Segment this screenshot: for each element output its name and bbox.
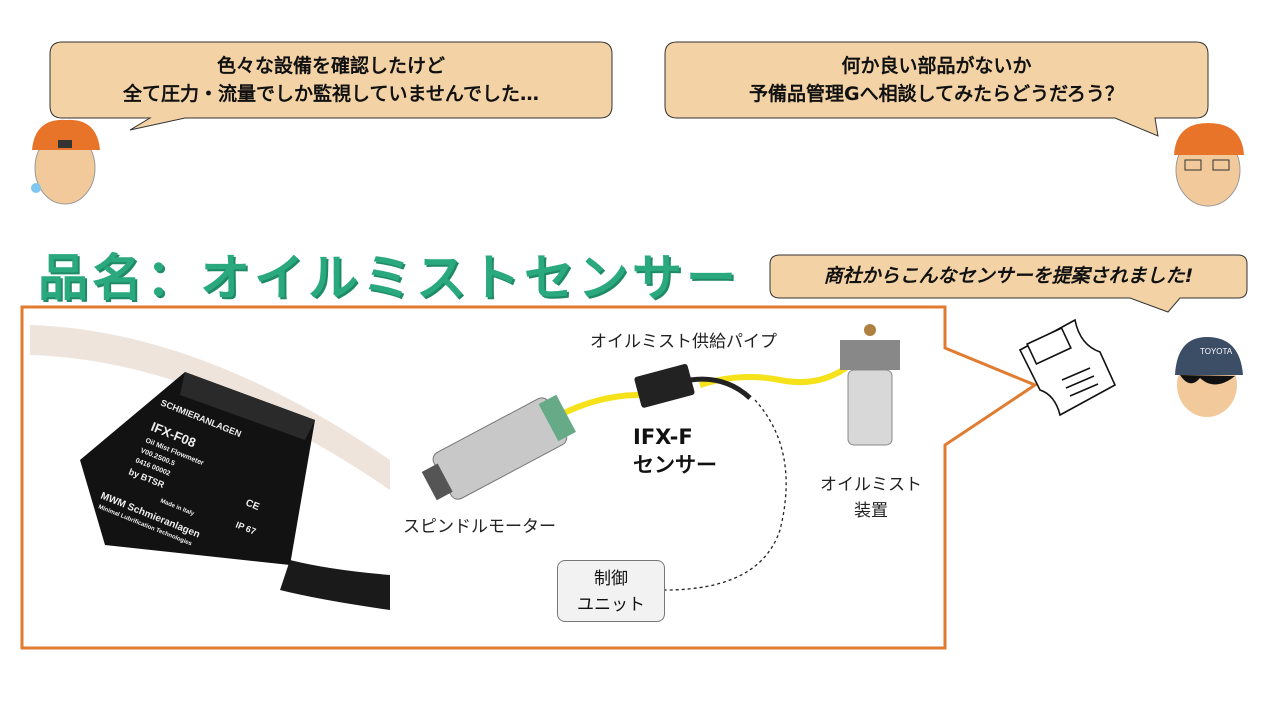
sensor-cable [689,376,752,400]
avatar-worker-left [31,119,100,205]
pipe-label: オイルミスト供給パイプ [590,332,777,352]
speech-bubble-left [49,41,613,131]
left-bubble-line-2: 全て圧力・流量でしか監視していませんでした… [123,83,539,105]
speech-bubble-right [664,41,1209,137]
avatar-toyota-cap: TOYOTA [1175,337,1243,417]
sensor-label: IFX-F センサー [633,423,717,479]
control-unit-box: 制御 ユニット [557,560,665,622]
mist-pipe [558,362,852,418]
device-label-1: オイルミスト [820,475,922,495]
left-bubble-text: 色々な設備を確認したけど 全て圧力・流量でしか監視していませんでした… [50,52,612,108]
oil-mist-device-icon [840,324,900,446]
ifx-sensor-icon [634,363,695,408]
right-bubble-line-2: 予備品管理Gへ相談してみたらどうだろう？ [749,83,1124,105]
speech-bubble-proposal [769,254,1248,313]
sensor-label-2: センサー [633,453,717,477]
document-icon [1018,318,1117,417]
device-label: オイルミスト 装置 [812,472,930,524]
sensor-label-1: IFX-F [633,425,693,449]
avatar-worker-right [1174,123,1244,207]
spindle-motor-icon [421,394,576,501]
device-label-2: 装置 [854,501,888,521]
product-photo [30,315,390,615]
orange-frame [20,305,1039,650]
control-signal-line [664,399,787,591]
control-label-2: ユニット [577,595,645,615]
right-bubble-line-1: 何か良い部品がないか [841,55,1032,77]
right-bubble-text: 何か良い部品がないか 予備品管理Gへ相談してみたらどうだろう？ [665,52,1208,108]
control-label-1: 制御 [594,569,628,589]
motor-label: スピンドルモーター [403,517,556,537]
left-bubble-line-1: 色々な設備を確認したけど [216,55,445,77]
svg-text:CE: CE [244,498,261,514]
page-title: 品名：オイルミストセンサー [38,249,740,307]
proposal-bubble-text: 商社からこんなセンサーを提案されました! [823,265,1194,287]
cap-text: TOYOTA [1200,347,1233,356]
